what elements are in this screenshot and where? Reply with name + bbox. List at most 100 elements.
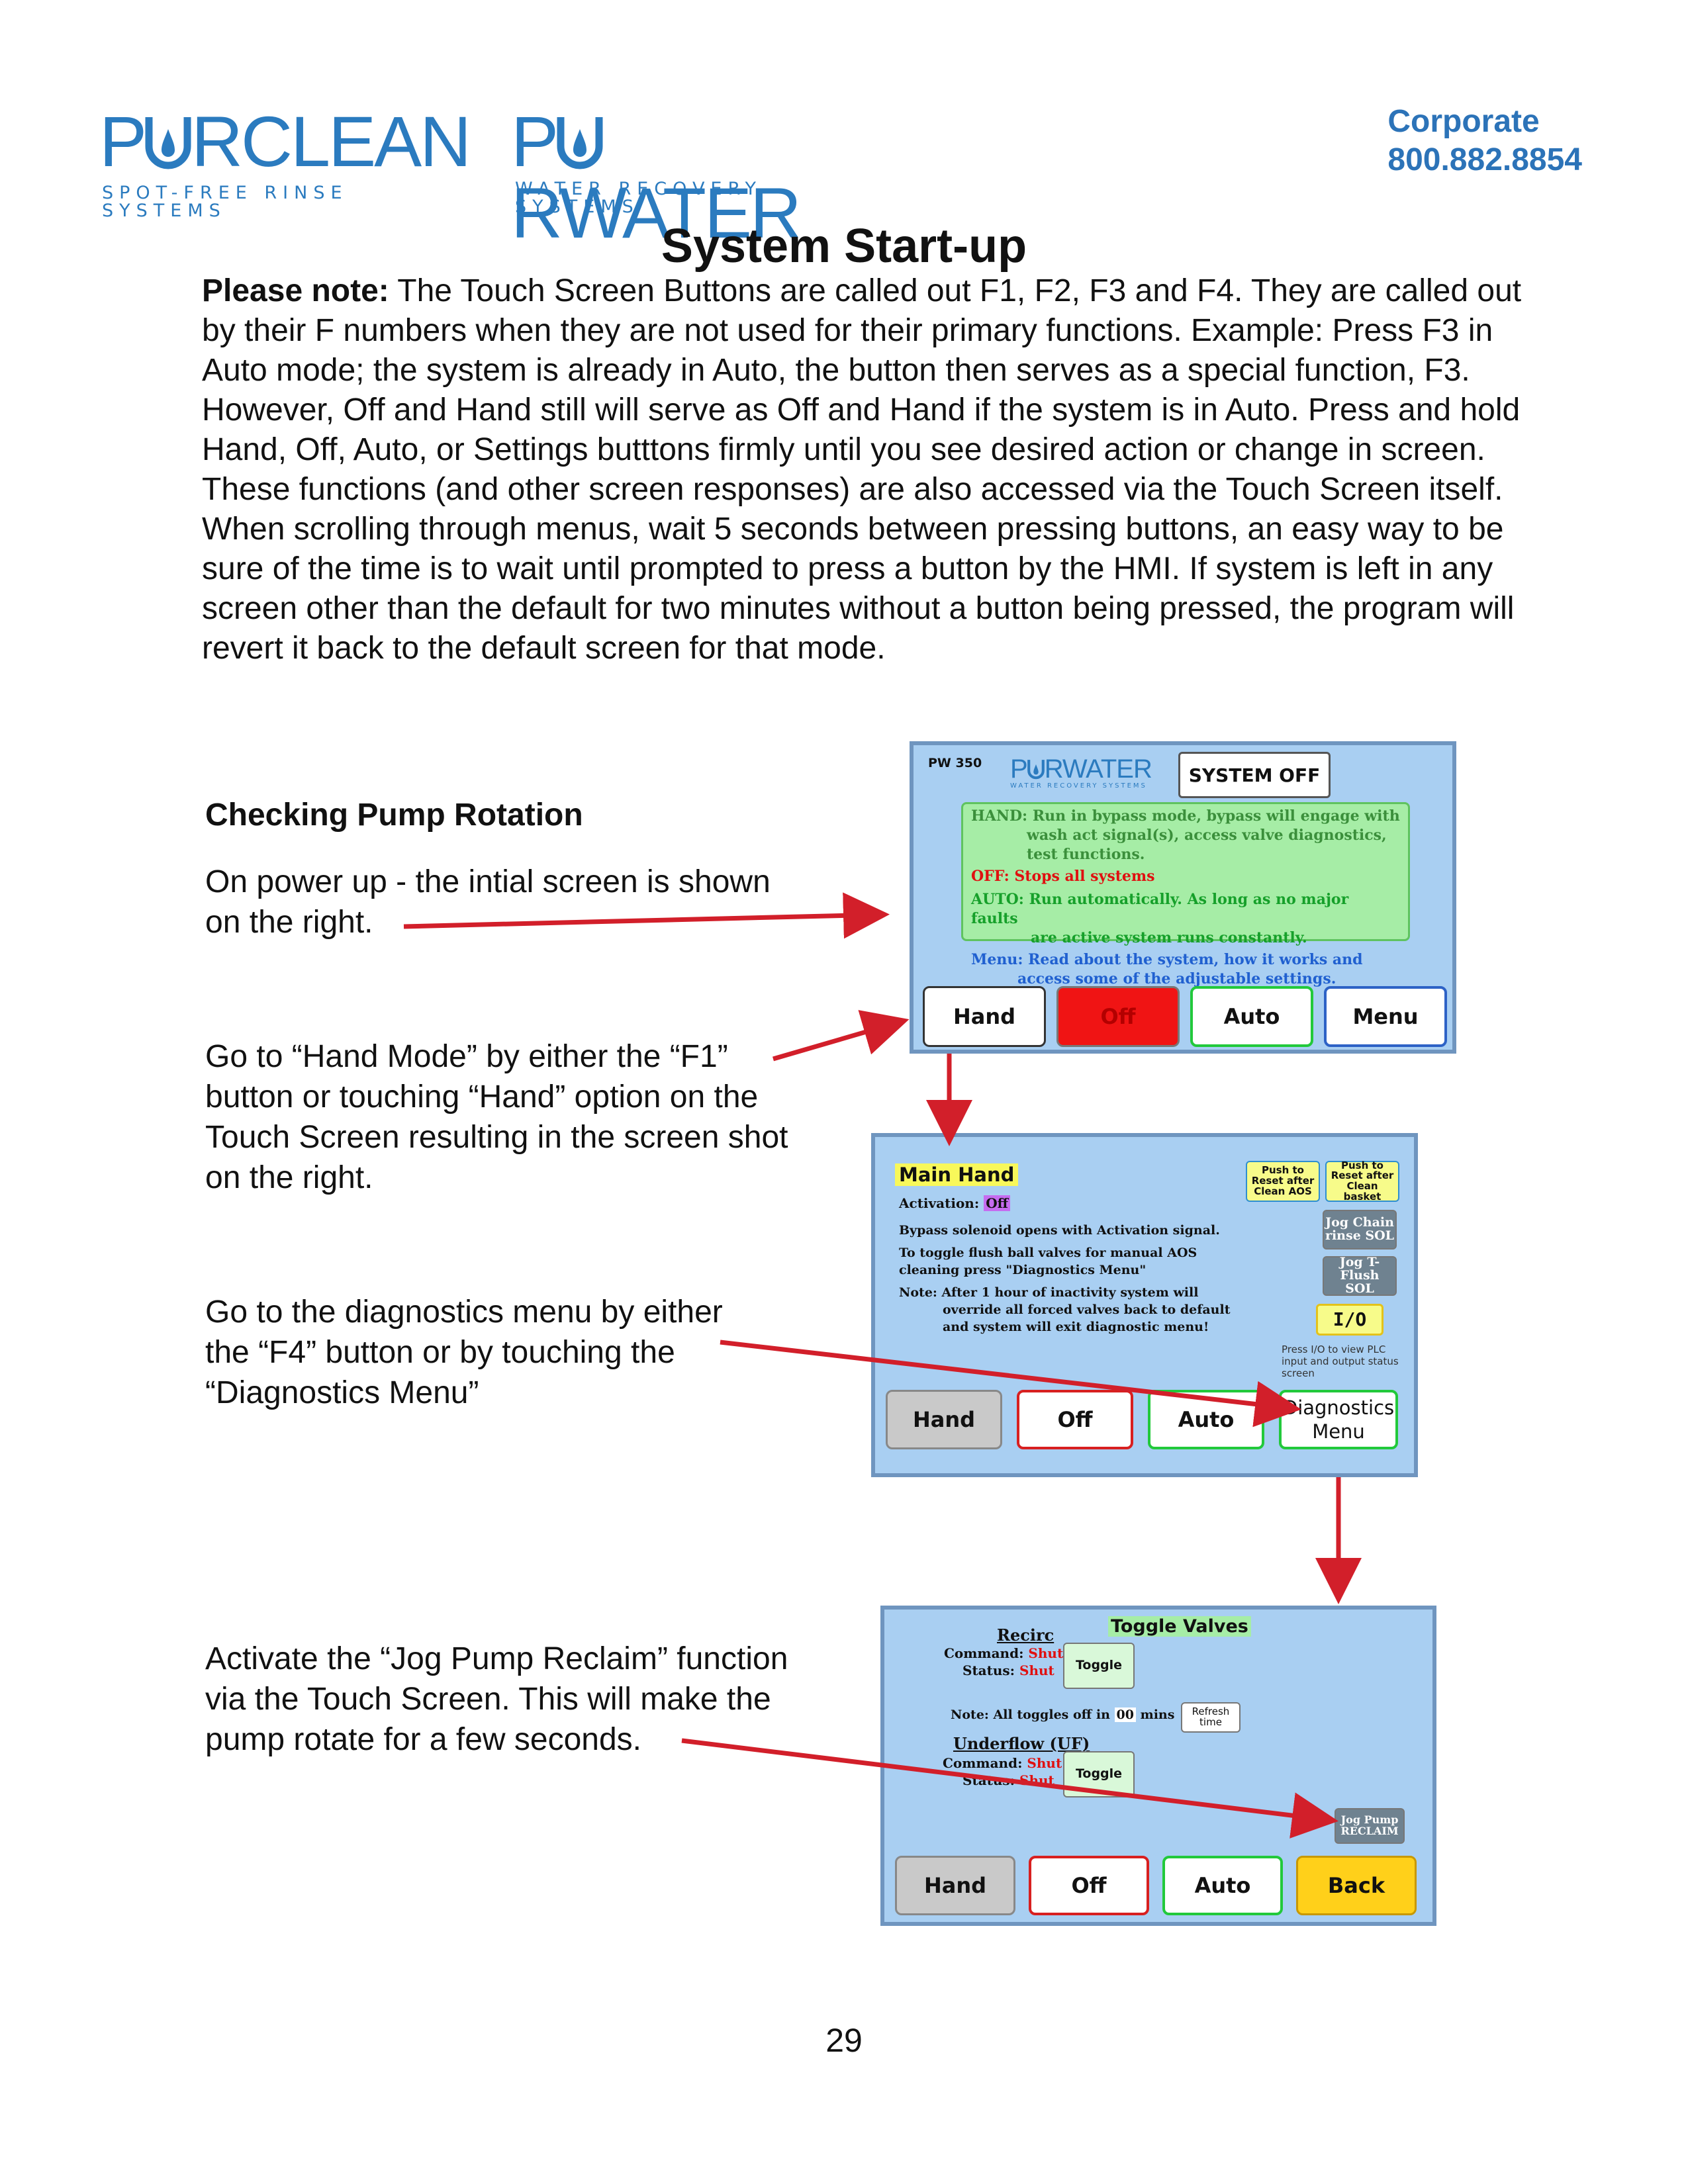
- jog-tflush-button[interactable]: Jog T-Flush SOL: [1323, 1255, 1397, 1296]
- step-4-text: Activate the “Jog Pump Reclaim” function…: [205, 1639, 788, 1760]
- system-status-text: SYSTEM OFF: [1188, 764, 1321, 786]
- off-info: OFF: Stops all systems: [971, 868, 1155, 885]
- corporate-contact: Corporate 800.882.8854: [1387, 103, 1582, 179]
- hmi-screen-system-off: PW 350 P RWATER WATER RECOVERY SYSTEMS SY…: [910, 741, 1456, 1054]
- hand-button[interactable]: Hand: [895, 1856, 1015, 1915]
- droplet-u-icon: [1027, 758, 1045, 780]
- hmi-screen-toggle-valves: Toggle Valves Recirc Command: Shut Statu…: [880, 1606, 1436, 1926]
- activation-label: Activation:: [899, 1195, 980, 1211]
- step-line: Touch Screen resulting in the screen sho…: [205, 1120, 788, 1155]
- menu-button[interactable]: Menu: [1324, 986, 1447, 1047]
- purclean-logo: P RCLEAN SPOT-FREE RINSE SYSTEMS: [99, 106, 471, 220]
- recirc-command-value: Shut: [1028, 1645, 1064, 1661]
- intro-text: The Touch Screen Buttons are called out …: [202, 273, 1522, 666]
- auto-info-line: are active system runs constantly.: [1031, 929, 1307, 946]
- toggle-timer-value: 00: [1114, 1707, 1136, 1722]
- push-reset-basket-button[interactable]: Push to Reset after Clean basket: [1325, 1160, 1399, 1202]
- auto-button[interactable]: Auto: [1190, 986, 1313, 1047]
- activation-value: Off: [984, 1195, 1011, 1211]
- mode-info-panel: HAND: Run in bypass mode, bypass will en…: [961, 802, 1410, 987]
- step-line: via the Touch Screen. This will make the: [205, 1682, 771, 1717]
- off-button[interactable]: Off: [1029, 1856, 1149, 1915]
- intro-paragraph: Please note: The Touch Screen Buttons ar…: [202, 271, 1559, 668]
- push-reset-aos-button[interactable]: Push to Reset after Clean AOS: [1246, 1161, 1320, 1202]
- note-line: and system will exit diagnostic menu!: [943, 1320, 1209, 1334]
- jog-chain-rinse-button[interactable]: Jog Chain rinse SOL: [1323, 1210, 1397, 1250]
- toggle-valves-title: Toggle Valves: [1108, 1616, 1251, 1637]
- uf-command-row: Command: Shut: [943, 1755, 1062, 1771]
- auto-button[interactable]: Auto: [1148, 1390, 1264, 1449]
- off-button[interactable]: Off: [1017, 1390, 1133, 1449]
- step-3-text: Go to the diagnostics menu by either the…: [205, 1292, 723, 1413]
- purwater-tagline: WATER RECOVERY SYSTEMS: [515, 179, 762, 217]
- step-line: on the right.: [205, 1160, 373, 1195]
- intro-lead: Please note:: [202, 273, 389, 308]
- arrow-step2: [773, 1010, 910, 1062]
- logo-letter: P: [99, 101, 147, 181]
- step-line: the “F4” button or by touching the: [205, 1335, 675, 1370]
- corporate-label: Corporate: [1387, 104, 1540, 139]
- step-line: “Diagnostics Menu”: [205, 1375, 479, 1410]
- back-button[interactable]: Back: [1296, 1856, 1417, 1915]
- underflow-label: Underflow (UF): [953, 1734, 1090, 1753]
- hand-button[interactable]: Hand: [886, 1390, 1002, 1449]
- menu-info: Menu: Read about the system, how it work…: [971, 951, 1363, 968]
- recirc-command-row: Command: Shut: [944, 1645, 1064, 1661]
- section-heading: Checking Pump Rotation: [205, 797, 583, 833]
- page-number: 29: [825, 2022, 863, 2059]
- off-button[interactable]: Off: [1056, 986, 1180, 1047]
- main-hand-info: Bypass solenoid opens with Activation si…: [899, 1222, 1231, 1336]
- arrow-step3: [720, 1340, 1301, 1428]
- refresh-time-button[interactable]: Refresh time: [1181, 1702, 1241, 1733]
- note-line: Note: After 1 hour of inactivity system …: [899, 1285, 1199, 1300]
- system-status-box: SYSTEM OFF: [1178, 752, 1331, 798]
- io-button[interactable]: I/O: [1316, 1304, 1383, 1336]
- logo-letter: P: [511, 101, 559, 181]
- io-hint: Press I/O to view PLC input and output s…: [1282, 1343, 1399, 1379]
- recirc-label: Recirc: [997, 1625, 1055, 1645]
- step-line: On power up - the intial screen is shown: [205, 864, 771, 899]
- recirc-status-row: Status: Shut: [962, 1662, 1055, 1678]
- auto-info: AUTO: Run automatically. As long as no m…: [971, 891, 1349, 927]
- logo-rest: RWATER: [1044, 754, 1152, 784]
- step-line: Go to “Hand Mode” by either the “F1”: [205, 1039, 728, 1074]
- step-1-text: On power up - the intial screen is shown…: [205, 862, 771, 942]
- model-label: PW 350: [928, 756, 982, 770]
- arrow-step4: [681, 1738, 1338, 1839]
- logo-letter: P: [1010, 754, 1028, 784]
- hand-info: HAND: Run in bypass mode, bypass will en…: [971, 807, 1400, 825]
- arrow-step1: [403, 892, 890, 939]
- logo-tagline: WATER RECOVERY SYSTEMS: [1010, 782, 1147, 790]
- droplet-u-icon: [557, 110, 603, 169]
- logo-rest: RWATER: [511, 173, 802, 253]
- step-line: Activate the “Jog Pump Reclaim” function: [205, 1641, 788, 1676]
- menu-info-line: access some of the adjustable settings.: [1017, 970, 1336, 987]
- droplet-u-icon: [145, 110, 191, 169]
- hand-info-line: wash act signal(s), access valve diagnos…: [1027, 827, 1387, 844]
- activation-row: Activation: Off: [899, 1195, 1011, 1211]
- purwater-logo: P RWATER WATER RECOVERY SYSTEMS: [511, 106, 888, 249]
- uf-command-value: Shut: [1027, 1755, 1062, 1771]
- info-line: To toggle flush ball valves for manual A…: [899, 1246, 1197, 1260]
- toggle-timer-note: Note: All toggles off in 00 mins: [951, 1707, 1175, 1722]
- hmi-screen-main-hand: Main Hand Activation: Off Bypass solenoi…: [871, 1133, 1418, 1477]
- step-line: Go to the diagnostics menu by either: [205, 1295, 723, 1330]
- recirc-status-value: Shut: [1019, 1662, 1055, 1678]
- note-line: override all forced valves back to defau…: [943, 1302, 1231, 1317]
- screen-logo: P RWATER WATER RECOVERY SYSTEMS: [1010, 756, 1176, 796]
- recirc-toggle-button[interactable]: Toggle: [1063, 1643, 1135, 1689]
- hand-button[interactable]: Hand: [923, 986, 1046, 1047]
- auto-button[interactable]: Auto: [1162, 1856, 1283, 1915]
- jog-pump-reclaim-button[interactable]: Jog Pump RECLAIM: [1335, 1808, 1405, 1844]
- page-title: System Start-up: [661, 220, 1027, 273]
- step-2-text: Go to “Hand Mode” by either the “F1” but…: [205, 1036, 788, 1198]
- purclean-tagline: SPOT-FREE RINSE SYSTEMS: [102, 183, 348, 221]
- diag-label-line2: Menu: [1312, 1420, 1365, 1443]
- step-line: button or touching “Hand” option on the: [205, 1079, 759, 1115]
- hand-info-line: test functions.: [1027, 846, 1145, 863]
- main-hand-title: Main Hand: [895, 1163, 1019, 1186]
- logo-rest: RCLEAN: [191, 101, 471, 181]
- info-line: Bypass solenoid opens with Activation si…: [899, 1223, 1220, 1238]
- info-line: cleaning press "Diagnostics Menu": [899, 1263, 1147, 1277]
